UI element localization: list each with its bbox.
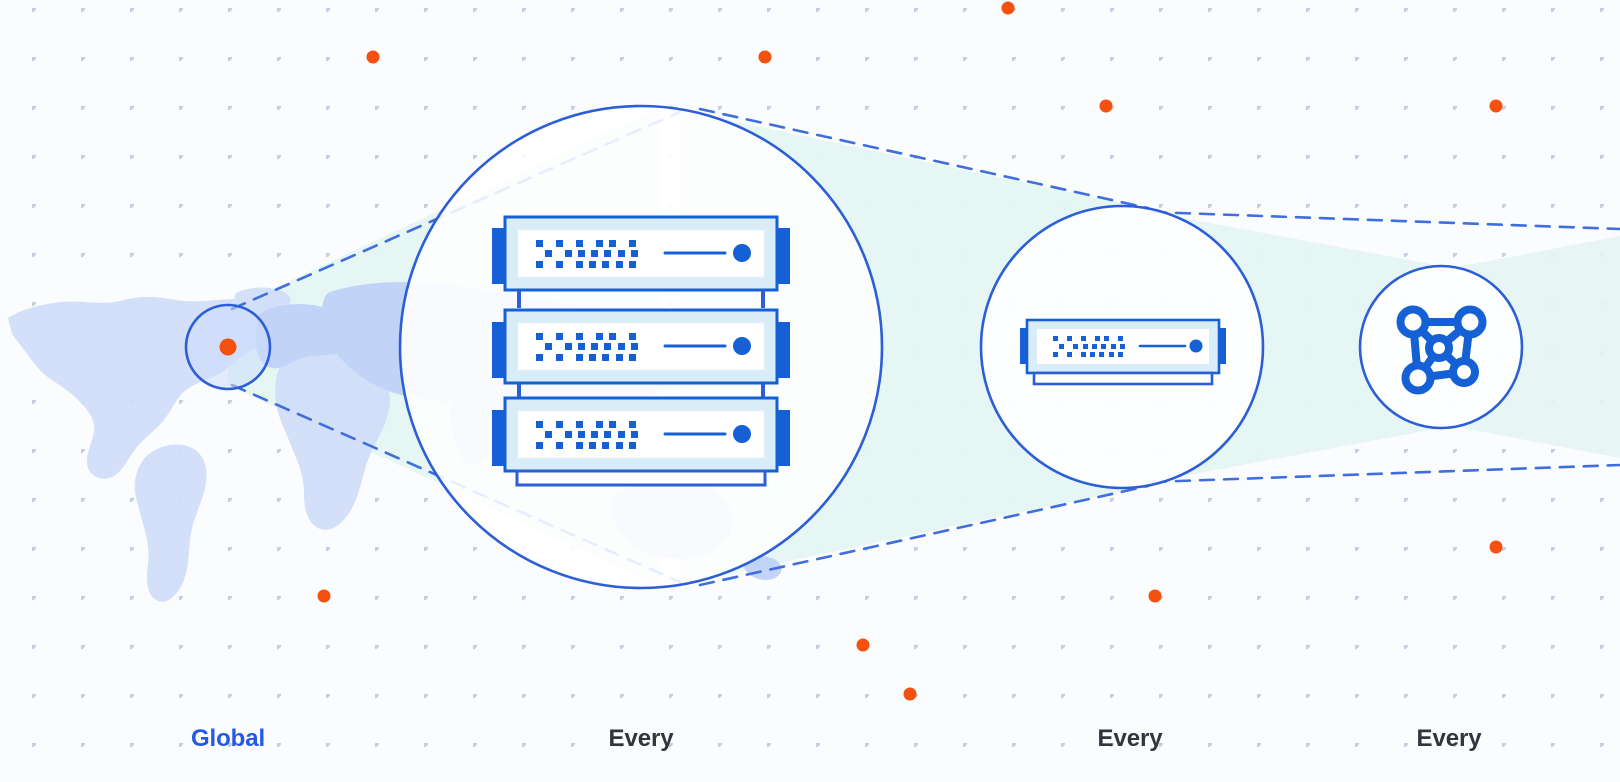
label-server-line1: Every — [1097, 724, 1163, 752]
label-global-network: Global network — [128, 668, 328, 782]
dashed-server-to-service-bottom — [1150, 463, 1620, 484]
label-data-center: Every data center — [521, 668, 761, 782]
stage-globe[interactable] — [184, 303, 272, 391]
rack-unit-2 — [492, 308, 790, 385]
single-server-icon — [1020, 318, 1226, 386]
accent-dots — [317, 1, 1503, 701]
stage-service[interactable] — [1358, 264, 1524, 430]
rack-unit-3 — [492, 396, 790, 473]
dashed-dc-to-server-top — [698, 107, 1150, 210]
label-server: Every server — [1030, 668, 1230, 782]
server-rack-icon — [492, 215, 790, 487]
label-global-network-line1: Global — [190, 724, 266, 752]
rack-unit-1 — [492, 215, 790, 292]
dashed-server-to-service-top — [1150, 210, 1620, 231]
dashed-dc-to-server-bottom — [698, 484, 1150, 587]
stage-data-center[interactable] — [398, 104, 884, 590]
network-mesh-nodes — [1396, 305, 1487, 395]
label-data-center-line1: Every — [608, 724, 674, 752]
label-service: Every service — [1349, 668, 1549, 782]
label-service-line1: Every — [1416, 724, 1482, 752]
globe-location-pin-icon — [219, 338, 237, 356]
stage-server[interactable] — [979, 204, 1265, 490]
